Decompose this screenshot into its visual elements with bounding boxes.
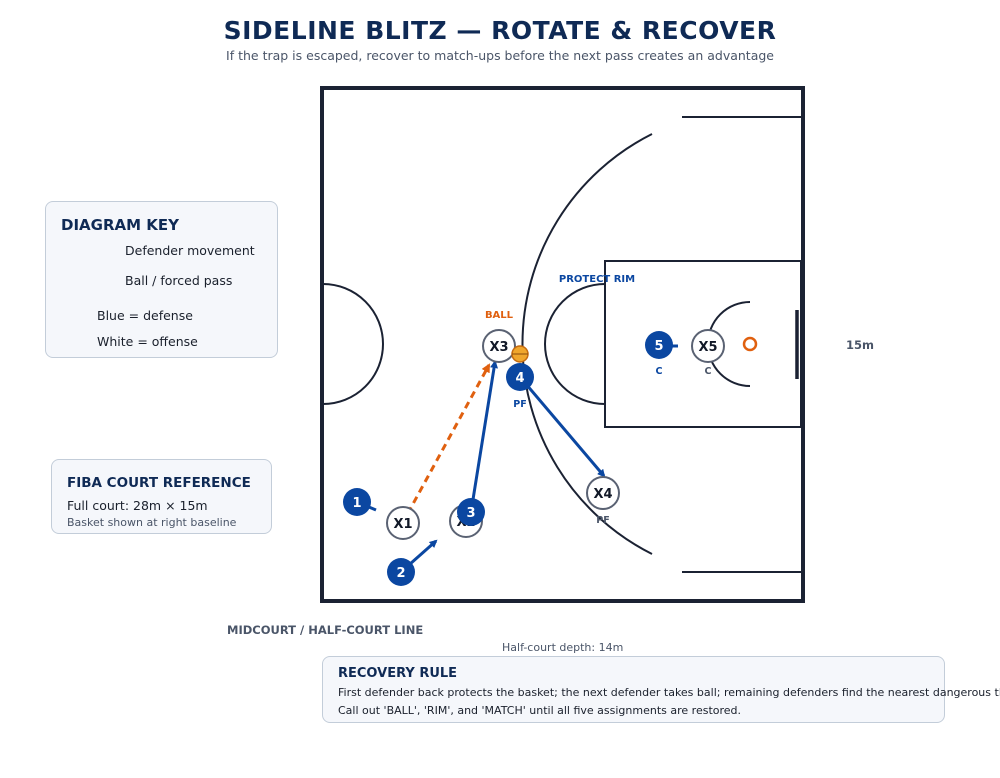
defender-2: 2 [387, 558, 415, 586]
fiba-title: FIBA COURT REFERENCE [67, 475, 251, 491]
recovery-rule-line-1: First defender back protects the basket;… [338, 686, 1000, 699]
free-throw-circle [544, 283, 606, 405]
svg-text:X1: X1 [393, 517, 412, 532]
basket-hoop [742, 336, 758, 352]
midcourt-label: MIDCOURT / HALF-COURT LINE [227, 623, 424, 637]
svg-text:1: 1 [352, 496, 361, 511]
defender-4-movement-arrow [518, 376, 606, 478]
svg-text:5: 5 [654, 339, 663, 354]
defender-3: 3 [457, 498, 485, 526]
center-circle [322, 283, 384, 405]
fiba-reference-panel: FIBA COURT REFERENCE Full court: 28m × 1… [51, 459, 272, 534]
defender-5: 5 C [645, 331, 673, 377]
defense-label: Blue = defense [97, 308, 193, 323]
svg-text:2: 2 [396, 566, 405, 581]
svg-text:PF: PF [596, 515, 609, 526]
offense-player-x1: X1 [386, 506, 420, 540]
offense-player-x5: X5 C [691, 329, 725, 377]
svg-text:C: C [656, 366, 663, 377]
court-width-label: 15m [846, 338, 874, 352]
svg-text:3: 3 [466, 506, 475, 521]
diagram-key-panel: DIAGRAM KEY Defender movement Ball / for… [45, 201, 278, 358]
svg-text:4: 4 [515, 371, 524, 386]
page-subtitle: If the trap is escaped, recover to match… [226, 48, 774, 63]
fiba-court-size: Full court: 28m × 15m [67, 498, 208, 513]
protect-rim-label: PROTECT RIM [559, 274, 635, 285]
fiba-basket-note: Basket shown at right baseline [67, 516, 237, 529]
basketball-icon [511, 345, 529, 363]
half-court-depth-label: Half-court depth: 14m [502, 641, 624, 654]
ball-label: BALL [485, 310, 514, 321]
recovery-rule-line-2: Call out 'BALL', 'RIM', and 'MATCH' unti… [338, 704, 742, 717]
recovery-rule-panel: RECOVERY RULE First defender back protec… [322, 656, 1000, 723]
offense-player-x3: X3 [482, 329, 516, 363]
page-title: SIDELINE BLITZ — ROTATE & RECOVER [223, 16, 777, 45]
recovery-rule-title: RECOVERY RULE [338, 666, 458, 681]
defender-1: 1 [343, 488, 371, 516]
ball-pass-label: Ball / forced pass [125, 273, 233, 288]
svg-text:PF: PF [513, 399, 526, 410]
svg-text:X3: X3 [489, 340, 508, 355]
three-point-arc [521, 133, 653, 555]
offense-player-x4: X4 PF [586, 476, 620, 526]
svg-text:X4: X4 [593, 487, 612, 502]
offense-label: White = offense [97, 334, 198, 349]
defender-3-movement-arrow [469, 360, 499, 513]
pass-arrow-x1-to-x3 [400, 363, 491, 525]
paint-lane [604, 260, 802, 428]
defender-4: 4 PF [506, 363, 534, 410]
svg-text:X5: X5 [698, 340, 717, 355]
svg-text:C: C [705, 366, 712, 377]
defender-movement-label: Defender movement [125, 243, 255, 258]
diagram-key-title: DIAGRAM KEY [61, 216, 179, 234]
